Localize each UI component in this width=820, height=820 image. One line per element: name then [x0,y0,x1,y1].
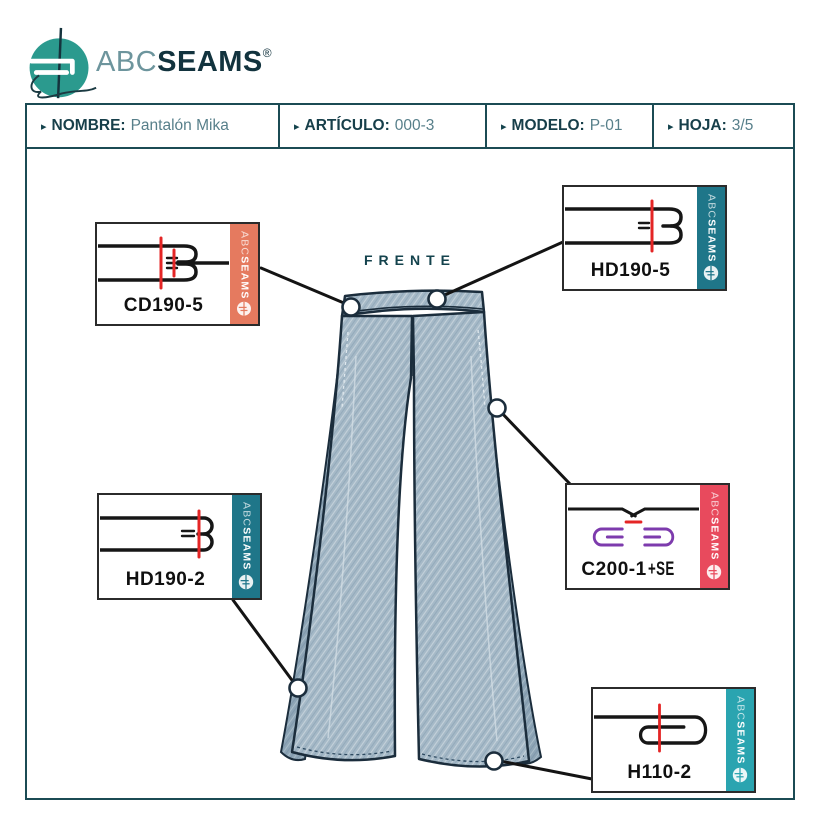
strip-logo-icon [238,574,254,590]
callout-box-h110-2: H110-2 ABCSEAMS [591,687,756,793]
bullet-icon: ▸ [668,120,674,133]
hoja-value: 3/5 [731,117,754,134]
brand-seams: SEAMS [157,46,263,78]
brand-logo-icon [29,27,97,99]
brand-strip: ABCSEAMS [697,187,725,289]
strip-brand-text: ABCSEAMS [708,492,721,561]
bullet-icon: ▸ [501,120,507,133]
info-bar: ▸ NOMBRE: Pantalón Mika ▸ ARTÍCULO: 000-… [27,105,793,149]
strip-brand-text: ABCSEAMS [238,231,251,300]
callout-code: HD190-5 [590,260,671,281]
view-label-frente: FRENTE [364,252,456,268]
bullet-icon: ▸ [294,120,300,133]
hoja-label: HOJA: [678,117,727,134]
info-cell-articulo: ▸ ARTÍCULO: 000-3 [280,105,487,147]
modelo-label: MODELO: [511,117,585,134]
callout-code: CD190-5 [123,295,204,316]
seam-diagram-hd190-5 [565,199,683,253]
seam-diagram-h110-2 [594,703,708,753]
brand-strip: ABCSEAMS [700,485,728,588]
strip-logo-icon [237,301,251,316]
bullet-icon: ▸ [41,120,47,133]
seam-diagram-hd190-2 [100,509,214,559]
brand-strip: ABCSEAMS [232,495,260,598]
callout-code: C200-1+SE [581,559,675,580]
nombre-label: NOMBRE: [51,117,126,134]
callout-code: HD190-2 [125,569,206,590]
brand-strip: ABCSEAMS [230,224,258,324]
strip-brand-text: ABCSEAMS [240,502,253,571]
modelo-value: P-01 [589,117,623,134]
callout-box-cd190-5: CD190-5 ABCSEAMS [95,222,260,326]
strip-brand-text: ABCSEAMS [705,194,718,263]
registered-mark: ® [262,46,273,60]
strip-logo-icon [703,265,719,281]
strip-logo-icon [706,564,722,580]
info-cell-modelo: ▸ MODELO: P-01 [487,105,654,147]
nombre-value: Pantalón Mika [130,117,229,134]
info-cell-nombre: ▸ NOMBRE: Pantalón Mika [27,105,280,147]
callout-code: H110-2 [627,762,692,783]
callout-code-suffix: +SE [647,559,675,580]
articulo-label: ARTÍCULO: [304,117,390,134]
pants-illustration [279,289,543,768]
brand-abc: ABC [96,46,158,78]
strip-brand-text: ABCSEAMS [734,696,747,765]
callout-box-hd190-2: HD190-2 ABCSEAMS [97,493,262,600]
seam-diagram-cd190-5 [98,236,229,290]
articulo-value: 000-3 [394,117,435,134]
info-cell-hoja: ▸ HOJA: 3/5 [654,105,793,147]
seam-diagram-c200-1 [568,507,699,547]
strip-logo-icon [732,767,748,783]
callout-box-hd190-5: HD190-5 ABCSEAMS [562,185,727,291]
callout-box-c200-1: C200-1+SE ABCSEAMS [565,483,730,590]
brand-strip: ABCSEAMS [726,689,754,791]
brand-wordmark: ABCSEAMS® [96,46,272,79]
